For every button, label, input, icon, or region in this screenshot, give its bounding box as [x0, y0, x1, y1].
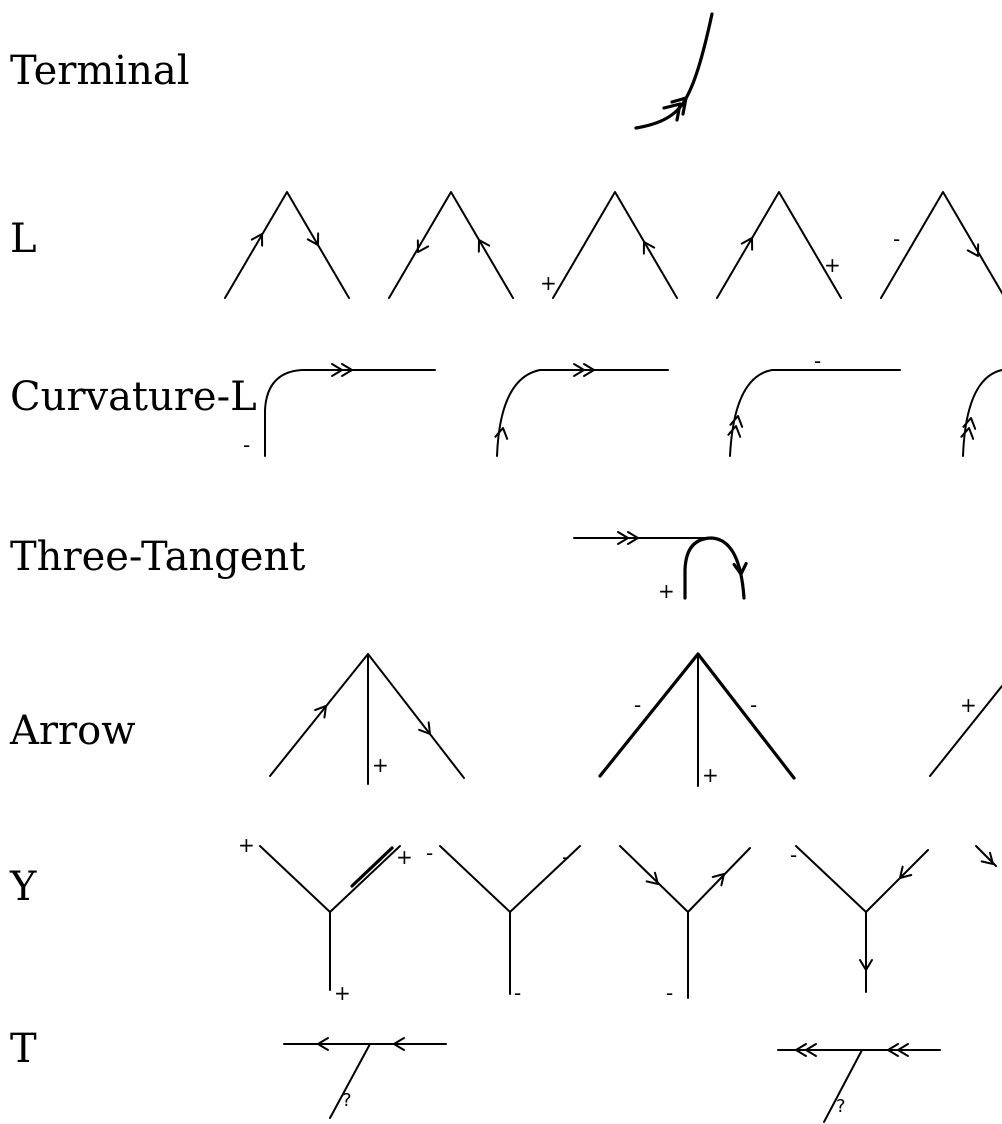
three-tangent-plus-mark: +	[658, 579, 675, 603]
l-junction-5-minus-mark: -	[893, 227, 900, 251]
curvature-l-junction-2	[494, 363, 669, 457]
y-junction-4	[795, 845, 929, 993]
l-junction-2	[388, 191, 514, 299]
curvature-l-junction-1	[264, 363, 436, 457]
curvature-l-junction-4	[960, 369, 1002, 457]
y-junction-2-minus-mark-left: -	[426, 841, 433, 865]
row-label-t: T	[10, 1026, 37, 1072]
arrow-junction-1	[269, 653, 465, 785]
l-junction-4	[716, 191, 842, 299]
y-junction-1	[259, 845, 401, 991]
three-tangent-junction	[573, 531, 748, 600]
terminal-junction	[634, 12, 714, 130]
row-label-three-tangent: Three-Tangent	[10, 534, 305, 580]
y-junction-3	[619, 845, 751, 999]
y-junction-4-minus-mark: -	[790, 843, 797, 867]
y-junction-2	[439, 845, 581, 995]
row-label-terminal: Terminal	[10, 48, 190, 94]
l-junction-5	[880, 191, 1002, 299]
t-junction-1	[283, 1037, 447, 1119]
arrow-junction-2-minus-mark-right: -	[750, 693, 757, 717]
y-junction-1-plus-mark-left: +	[238, 833, 255, 857]
row-label-curvature-l: Curvature-L	[10, 374, 257, 420]
y-junction-5	[975, 845, 998, 869]
arrow-junction-2	[598, 652, 796, 787]
y-junction-2-minus-mark-stem: -	[514, 981, 521, 1005]
y-junction-2-minus-mark-right: -	[562, 845, 569, 869]
row-label-l: L	[10, 216, 37, 262]
y-junction-3-minus-mark: -	[666, 981, 673, 1005]
arrow-junction-2-plus-mark: +	[702, 763, 719, 787]
l-junction-1	[224, 191, 350, 299]
arrow-junction-1-plus-mark: +	[372, 753, 389, 777]
l-junction-4-plus-mark: +	[824, 253, 841, 277]
l-junction-3	[552, 191, 678, 299]
curvature-l-3-minus-mark: -	[814, 349, 821, 373]
curvature-l-1-minus-mark: -	[243, 433, 250, 457]
row-label-y: Y	[9, 864, 37, 910]
l-junction-3-plus-mark: +	[540, 271, 557, 295]
arrow-junction-2-minus-mark-left: -	[634, 693, 641, 717]
arrow-junction-3	[929, 685, 1002, 777]
y-junction-1-plus-mark-stem: +	[334, 981, 351, 1005]
curvature-l-junction-3	[727, 369, 901, 457]
t-junction-1-question-mark: ?	[342, 1090, 352, 1111]
arrow-junction-3-plus-mark: +	[960, 693, 977, 717]
row-label-arrow: Arrow	[9, 708, 135, 754]
y-junction-1-plus-mark-right: +	[396, 845, 413, 869]
t-junction-2-question-mark: ?	[836, 1096, 846, 1117]
t-junction-2	[777, 1043, 941, 1123]
